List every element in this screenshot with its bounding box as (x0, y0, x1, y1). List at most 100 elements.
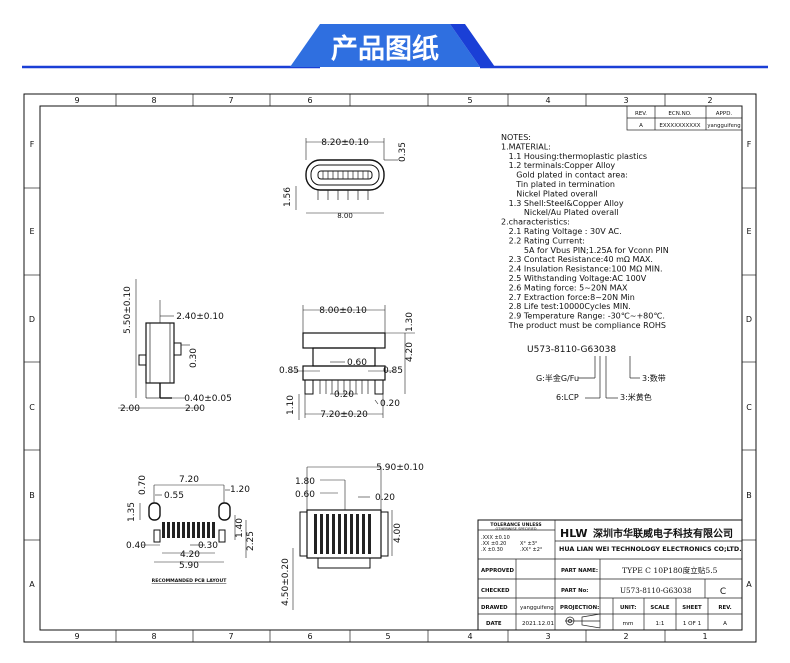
dim-top-right: 0.35 (398, 142, 408, 162)
rev-value: A (639, 123, 643, 129)
front-view: 8.00±0.10 1.30 4.20 0.60 0.85 0.85 1.10 … (279, 305, 415, 420)
appd-header: APPD. (716, 111, 733, 117)
col-label: 7 (228, 96, 233, 105)
legend-6: 6:LCP (556, 393, 579, 402)
dim-bot-020: 0.20 (375, 493, 395, 503)
note-line: The product must be compliance ROHS (501, 321, 666, 330)
row-label: C (746, 403, 752, 412)
dim-pcb-135: 1.35 (127, 502, 137, 522)
note-line: Nickel Plated overall (501, 189, 598, 198)
note-line: 1.3 Shell:Steel&Copper Alloy (501, 199, 624, 208)
date-value: 2021.12.01 (522, 621, 554, 627)
legend-3b: 3:米黄色 (620, 392, 652, 402)
part-no-label: PART No: (561, 588, 588, 594)
dim-side-height: 5.50±0.10 (123, 286, 133, 334)
note-line: 2.3 Contact Resistance:40 mΩ MAX. (501, 255, 653, 264)
revision-table: REV. ECN.NO. APPD. A EXXXXXXXXXX yanggui… (626, 105, 743, 131)
col-label: 3 (545, 632, 550, 641)
dim-front-130: 1.30 (405, 312, 415, 332)
dim-bot-180: 1.80 (295, 477, 315, 487)
dim-pcb-420: 4.20 (180, 550, 200, 560)
unit-label: UNIT: (620, 605, 636, 611)
part-no-value: U573-8110-G63038 (620, 586, 692, 595)
dim-front-110: 1.10 (286, 395, 296, 415)
col-label: 4 (545, 96, 550, 105)
company-logo: HLW (560, 527, 588, 540)
tol-4: X° ±3° (520, 541, 538, 547)
col-label: 9 (74, 632, 79, 641)
part-code-legend: U573-8110-G63038 G:半金G/Fu 3:数带 6:LCP 3:米… (527, 345, 666, 402)
row-label: D (29, 315, 35, 324)
tolerance-sub: OTHERWISE SPECIFIED (495, 527, 536, 531)
grid-column-labels-bottom: 9 8 7 6 5 4 3 2 1 (74, 632, 707, 641)
projection-symbol-icon (565, 613, 601, 629)
row-label: A (29, 580, 35, 589)
tol-5: .XX° ±2° (520, 547, 543, 553)
approved-label: APPROVED (481, 568, 515, 574)
banner-tab-accent (450, 24, 495, 67)
scale-label: SCALE (650, 605, 669, 611)
note-line: 2.5 Withstanding Voltage:AC 100V (501, 274, 647, 283)
dim-bot-590: 5.90±0.10 (376, 463, 424, 473)
bottom-view: 5.90±0.10 1.80 0.60 0.20 4.00 4.50±0.20 (281, 463, 424, 610)
dim-side-200b: 2.00 (185, 404, 205, 414)
note-line: NOTES: (501, 133, 531, 142)
dim-front-020b: 0.20 (380, 399, 400, 409)
dim-pcb-140: 1.40 (235, 518, 245, 538)
tol-2: .XX ±0.20 (481, 541, 506, 547)
appd-value: yangguifeng (707, 123, 740, 129)
note-line: 1.MATERIAL: (501, 142, 551, 151)
row-label: C (29, 403, 35, 412)
note-line: Gold plated in contact area: (501, 171, 628, 180)
scale-value: 1:1 (655, 621, 664, 627)
col-label: 2 (707, 96, 712, 105)
note-line: 2.8 Life test:10000Cycles MIN. (501, 302, 631, 311)
note-line: Nickel/Au Plated overall (501, 208, 619, 217)
dim-top-bottom: 8.00 (337, 212, 353, 220)
banner-tab (290, 24, 480, 67)
projection-label: PROJECTION: (560, 605, 599, 611)
col-label: 5 (385, 632, 390, 641)
dim-bot-400: 4.00 (393, 523, 403, 543)
dim-pcb-030: 0.30 (198, 541, 218, 551)
tolerance-title: TOLERANCE UNLESS (490, 522, 541, 528)
dim-front-085a: 0.85 (279, 366, 299, 376)
frame-inner (39, 105, 743, 631)
dim-top-left: 1.56 (283, 187, 293, 207)
dim-front-420: 4.20 (405, 342, 415, 362)
note-line: 5A for Vbus PIN;1.25A for Vconn PIN (501, 246, 669, 255)
rev-value-block: A (723, 621, 727, 627)
dim-pcb-070: 0.70 (138, 475, 148, 495)
legend-g: G:半金G/Fu (536, 373, 579, 383)
note-line: 2.4 Insulation Resistance:100 MΩ MIN. (501, 265, 663, 274)
tol-3: .X ±0.30 (481, 547, 503, 553)
top-view: 8.20±0.10 0.35 1.56 8.00 (283, 138, 408, 220)
date-label: DATE (486, 621, 502, 627)
note-line: 2.6 Mating force: 5~20N MAX (501, 283, 628, 292)
dim-top-width: 8.20±0.10 (321, 138, 369, 148)
banner-title: 产品图纸 (331, 33, 439, 65)
note-line: 2.9 Temperature Range: -30℃~+80℃. (501, 312, 665, 321)
col-label: 5 (467, 96, 472, 105)
row-label: A (746, 580, 752, 589)
col-label: 8 (151, 96, 156, 105)
part-name-label: PART NAME: (561, 568, 598, 574)
dim-pcb-720: 7.20 (179, 475, 199, 485)
frame-row-ticks (24, 187, 756, 541)
dim-pcb-055: 0.55 (164, 491, 184, 501)
ecn-header: ECN.NO. (668, 111, 691, 117)
note-line: 2.2 Rating Current: (501, 236, 585, 245)
dim-side-030: 0.30 (189, 348, 199, 368)
notes-block: NOTES:1.MATERIAL: 1.1 Housing:thermoplas… (501, 133, 669, 330)
col-label: 3 (623, 96, 628, 105)
drawed-label: DRAWED (481, 605, 508, 611)
grid-row-labels: F E D C B A F E D C B A (29, 140, 752, 589)
row-label: D (746, 315, 752, 324)
frame-outer (23, 93, 757, 643)
sheet-label: SHEET (682, 605, 702, 611)
note-line: 2.1 Rating Voltage : 30V AC. (501, 227, 622, 236)
row-label: F (747, 140, 752, 149)
dim-side-040: 0.40±0.05 (184, 394, 232, 404)
pcb-caption: RECOMMANDED PCB LAYOUT (152, 578, 228, 584)
